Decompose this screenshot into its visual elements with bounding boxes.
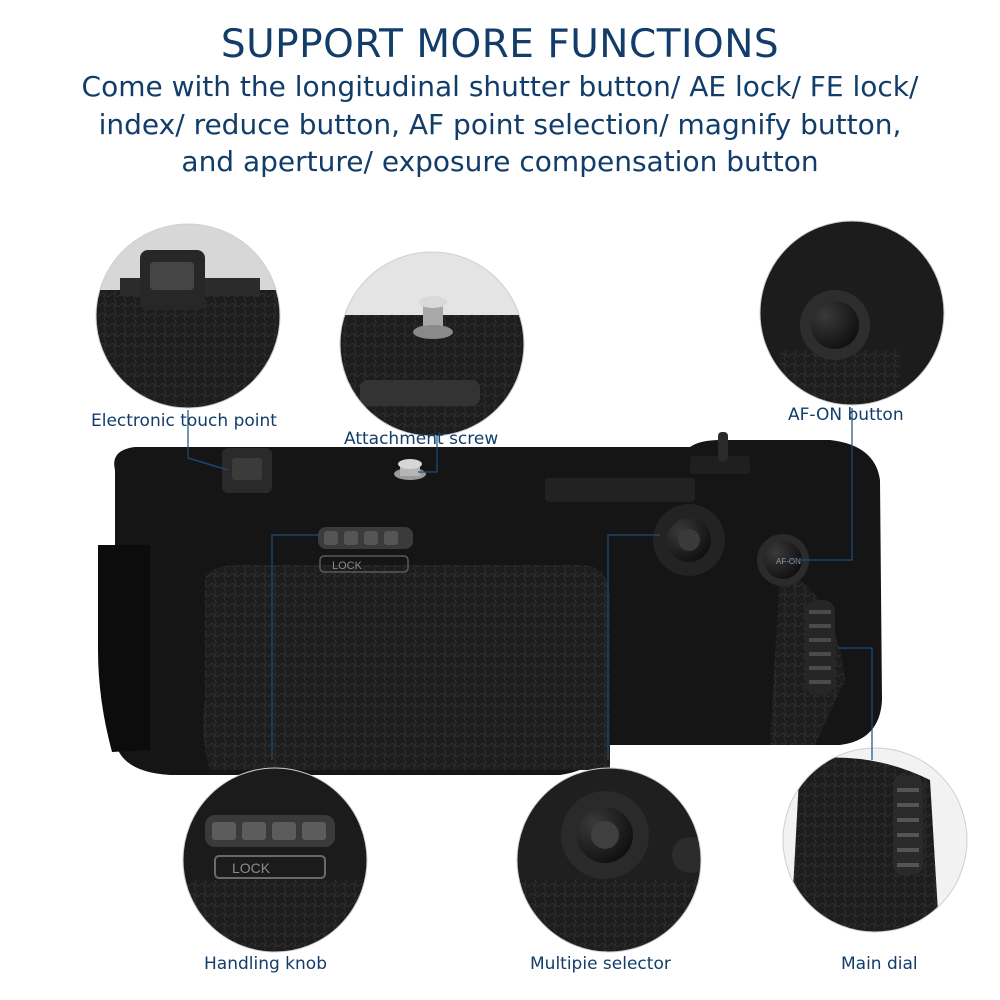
zoom-main-dial [782, 747, 968, 933]
feature-description-line-1: Come with the longitudinal shutter butto… [81, 70, 919, 103]
battery-grip-body [98, 432, 882, 775]
zoom-af-on-button [759, 220, 945, 406]
zoom-handling-knob [182, 767, 368, 953]
attachment-screw-part [394, 459, 426, 480]
callout-electronic-touch-point: Electronic touch point [91, 411, 277, 431]
main-dial-part [805, 600, 835, 695]
multiple-selector-part [653, 504, 725, 576]
callout-handling-knob: Handling knob [204, 954, 327, 974]
callout-leader-lines [187, 408, 873, 760]
af-on-engraving: AF-ON [776, 557, 801, 566]
af-on-button-part [757, 534, 809, 586]
handling-knob-part [318, 527, 413, 573]
zoom-multiple-selector [516, 767, 702, 953]
zoom-attachment-screw [339, 251, 525, 437]
lock-engraving: LOCK [332, 560, 363, 572]
zoom-electronic-touch-point [95, 223, 281, 409]
page-title: SUPPORT MORE FUNCTIONS [220, 22, 780, 67]
feature-description-line-3: and aperture/ exposure compensation butt… [181, 145, 819, 178]
callout-attachment-screw: Attachment screw [344, 429, 499, 449]
callout-af-on-button: AF-ON button [788, 405, 904, 425]
feature-description-line-2: index/ reduce button, AF point selection… [98, 108, 902, 141]
callout-main-dial: Main dial [841, 954, 918, 974]
callout-multiple-selector: Multipie selector [530, 954, 671, 974]
lock-engraving-zoom: LOCK [232, 860, 271, 876]
electronic-touch-point-contact [222, 448, 272, 493]
